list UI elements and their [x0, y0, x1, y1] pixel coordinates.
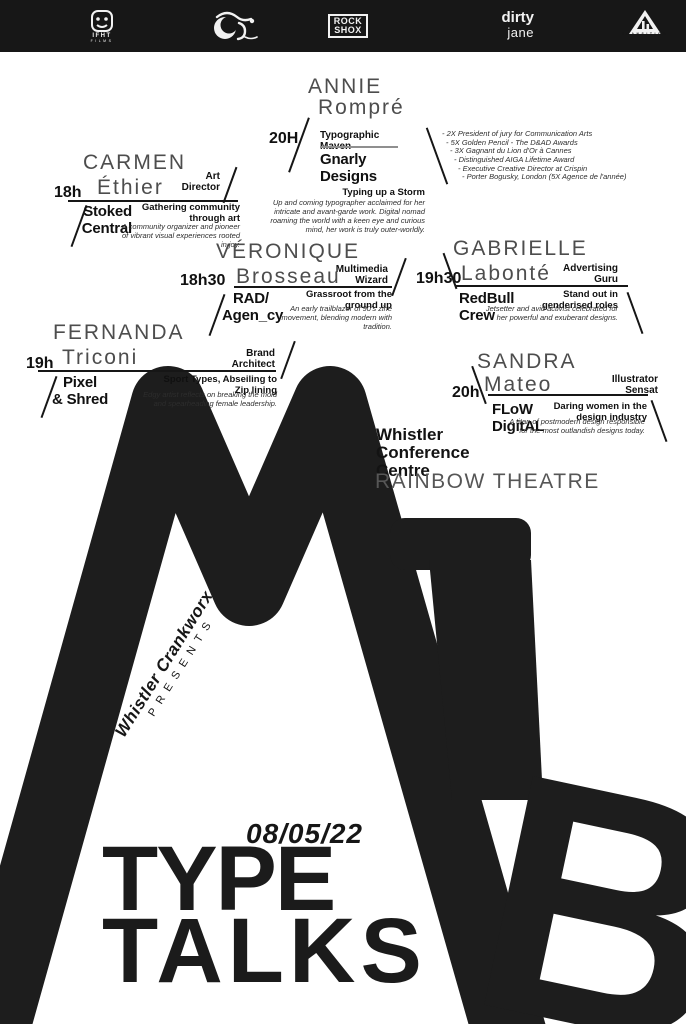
award-item: - Porter Bogusky, London (5X Agence de l…	[462, 172, 627, 182]
studio-line2: DigitAL	[492, 417, 544, 435]
speaker-fernanda-studio: Pixel & Shred	[52, 374, 109, 409]
studio-line1: RAD/	[233, 290, 269, 307]
speaker-fernanda-first-name: FERNANDA	[53, 321, 185, 344]
venue-line1: Whistler	[376, 425, 444, 444]
award-item: - Distinguished AIGA Lifetime Award	[454, 155, 575, 165]
studio-line2: Designs	[320, 167, 377, 185]
studio-line2: Crew	[459, 306, 495, 324]
speaker-veronique-talk-desc: An early trailblazer of 90's zine moveme…	[281, 304, 392, 331]
speaker-fernanda-last-name: Triconi	[62, 346, 139, 369]
rockshox-line1: ROCK	[333, 16, 363, 26]
speaker-annie-first-name: ANNIE	[308, 75, 383, 98]
venue-line2: Conference	[376, 443, 470, 463]
speaker-annie-studio: Gnarly Designs	[320, 151, 377, 186]
speaker-carmen-time: 18h	[54, 184, 82, 201]
transition-text: TRANSITION	[621, 32, 669, 36]
event-title-line2: TALKS	[102, 900, 427, 1002]
speaker-sandra-studio: FLoW DigitAL	[492, 401, 544, 436]
jane-text: jane	[507, 24, 534, 40]
speaker-carmen-first-name: CARMEN	[83, 151, 187, 174]
studio-line2: Central	[81, 219, 132, 237]
speaker-veronique-first-name: VÉRONIQUE	[216, 240, 361, 263]
award-item: - 3X Gagnant du Lion d'Or à Cannes	[450, 146, 572, 156]
studio-line1: Pixel	[63, 374, 98, 391]
speaker-annie-talk-desc: Up and coming typographer acclaimed for …	[270, 198, 425, 234]
speaker-veronique-role: Multimedia Wizard	[335, 264, 388, 286]
speaker-annie-last-name: Rompré	[318, 96, 405, 119]
transition-logo: TRANSITION	[620, 0, 670, 52]
monkey-face-icon	[91, 9, 113, 32]
divider-rule	[38, 370, 276, 372]
award-item: - 2X President of jury for Communication…	[442, 129, 593, 138]
letter-t-stem-shape	[429, 560, 543, 800]
script-emblem-logo	[205, 0, 265, 52]
speaker-gabrielle-studio: RedBull Crew	[459, 290, 515, 325]
studio-line2: & Shred	[52, 390, 109, 408]
speaker-carmen-role: Art Director	[181, 171, 220, 193]
speaker-fernanda-talk-desc: Edgy artist reflects on breaking the mol…	[143, 390, 277, 408]
speaker-annie-talk-title: Typing up a Storm	[342, 187, 425, 198]
rockshox-logo: ROCK SHOX	[326, 0, 370, 52]
letter-m-shape	[0, 366, 546, 1024]
speaker-fernanda-talk-title: Sport Types, Abseiling to Zip lining	[163, 374, 277, 397]
studio-line1: Stoked	[83, 203, 132, 220]
speaker-fernanda-time: 19h	[26, 355, 54, 372]
speaker-gabrielle-last-name: Labonté	[461, 262, 551, 285]
rockshox-box: ROCK SHOX	[327, 14, 369, 38]
divider-rule	[68, 200, 238, 202]
speaker-veronique-studio: RAD/ Agen_cy	[222, 290, 284, 325]
speaker-sandra-role: Illustrator Sensat	[611, 374, 658, 396]
divider-rule	[456, 285, 628, 287]
speaker-annie-role: Typographic Maven	[320, 130, 380, 151]
ifht-films-logo: IFHT FILMS	[78, 0, 126, 52]
speaker-gabrielle-talk-title: Stand out in genderised roles	[541, 289, 618, 312]
studio-line2: Agen_cy	[222, 306, 284, 324]
event-title-line1: TYPE	[102, 828, 336, 930]
venue-theatre: RAINBOW THEATRE	[375, 470, 600, 493]
venue-line3: Centre	[376, 461, 430, 481]
speaker-carmen-talk-desc: A community organizer and pioneer of vib…	[121, 222, 240, 249]
event-date: 08/05/22	[246, 818, 363, 849]
letter-t-crossbar-shape	[390, 518, 531, 570]
dirty-jane-logo: dirty jane	[478, 0, 534, 52]
speaker-sandra-talk-desc: A titan of postmodern design responsible…	[509, 417, 645, 435]
speaker-sandra-time: 20h	[452, 384, 480, 401]
award-item: - 5X Golden Pencil - The D&AD Awards	[446, 137, 578, 147]
award-item: - Executive Creative Director at Crispin	[458, 163, 588, 173]
triangle-mountain-icon	[629, 10, 661, 34]
speaker-annie-awards: - 2X President of jury for Communication…	[442, 129, 627, 182]
speaker-sandra-first-name: SANDRA	[477, 350, 577, 373]
speaker-fernanda-role: Brand Architect	[231, 348, 275, 370]
speaker-carmen-studio: Stoked Central	[78, 203, 132, 238]
ifht-text: IFHT	[92, 32, 112, 39]
studio-line1: Gnarly	[320, 151, 367, 168]
speaker-gabrielle-role: Advertising Guru	[562, 263, 618, 285]
venue-block: Whistler Conference Centre	[376, 425, 470, 481]
studio-line1: FLoW	[492, 401, 533, 418]
divider-rule	[488, 394, 648, 396]
speaker-annie-time: 20H	[269, 130, 299, 147]
speaker-veronique-last-name: Brosseau	[236, 265, 341, 288]
divider-rule	[320, 146, 398, 148]
ifht-films-text: FILMS	[90, 38, 114, 43]
speaker-gabrielle-first-name: GABRIELLE	[453, 237, 588, 260]
speaker-veronique-talk-title: Grassroot from the ground up	[305, 289, 392, 312]
speaker-veronique-time: 18h30	[180, 272, 226, 289]
speaker-carmen-last-name: Éthier	[97, 176, 164, 199]
speaker-carmen-talk-title: Gathering community through art	[141, 202, 240, 225]
sponsor-bar: IFHT FILMS ROCK SHOX dirty jane	[0, 0, 686, 52]
script-crescent-icon	[214, 11, 258, 41]
speaker-gabrielle-talk-desc: Jetsetter and avid activist celebrated f…	[485, 304, 618, 322]
speaker-sandra-talk-title: Daring women in the design industry	[553, 401, 647, 424]
studio-line1: RedBull	[459, 290, 515, 307]
divider-rule	[234, 286, 392, 288]
rockshox-line2: SHOX	[334, 25, 362, 35]
speaker-sandra-last-name: Mateo	[484, 373, 553, 396]
dirty-text: dirty	[501, 9, 534, 27]
